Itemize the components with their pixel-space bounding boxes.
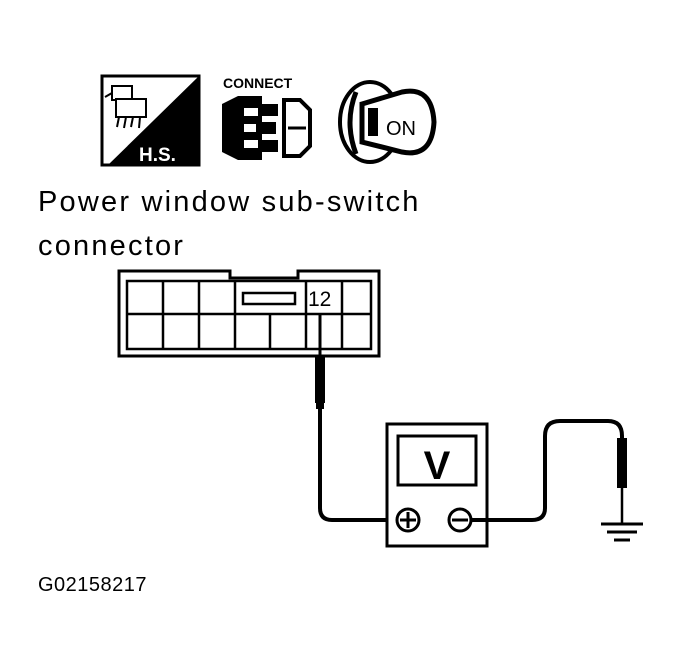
voltmeter: V xyxy=(385,422,489,548)
ground-icon xyxy=(601,522,643,542)
connect-icon: CONNECT xyxy=(222,75,312,160)
negative-lead-wire xyxy=(471,419,624,522)
minus-terminal-icon xyxy=(447,507,473,533)
connector-caption: Power window sub-switch connector xyxy=(38,180,421,268)
ignition-label: ON xyxy=(386,118,416,140)
ground-probe xyxy=(617,438,627,524)
plus-terminal-icon xyxy=(395,507,421,533)
harness-sensor-icon: H.S. xyxy=(100,74,201,167)
positive-probe xyxy=(315,314,325,409)
terminal-12-label: 12 xyxy=(308,288,331,311)
voltmeter-display: V xyxy=(424,444,451,488)
connect-label: CONNECT xyxy=(223,75,293,91)
figure-id: G02158217 xyxy=(38,574,148,596)
caption-line-1: Power window sub-switch xyxy=(38,186,421,218)
caption-line-2: connector xyxy=(38,230,186,262)
harness-sensor-label: H.S. xyxy=(139,145,176,166)
connector-face: 12 xyxy=(117,269,381,358)
ignition-key-icon: ON xyxy=(338,80,437,164)
positive-lead-wire xyxy=(318,408,392,522)
